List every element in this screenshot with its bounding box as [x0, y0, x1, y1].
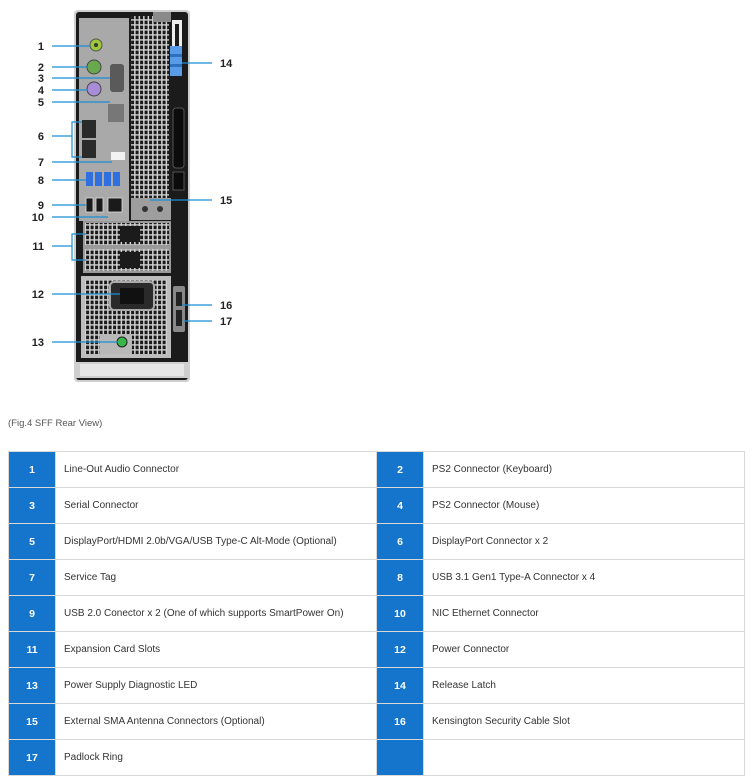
callout-9: 9 — [38, 200, 44, 212]
legend-number: 6 — [376, 523, 424, 560]
callout-17: 17 — [220, 316, 232, 328]
usb3-port-4 — [113, 172, 120, 186]
table-row: 9 USB 2.0 Conector x 2 (One of which sup… — [8, 595, 745, 632]
legend-label: NIC Ethernet Connector — [423, 595, 745, 632]
legend-number: 9 — [8, 595, 56, 632]
callout-2: 2 — [38, 62, 44, 74]
sff-rear-view-diagram: 1 2 3 4 5 6 7 8 9 10 11 12 13 14 15 16 1… — [32, 10, 233, 382]
legend-number: 12 — [376, 631, 424, 668]
legend-label: Expansion Card Slots — [55, 631, 377, 668]
optional-video-port-icon — [108, 104, 124, 122]
table-row: 13 Power Supply Diagnostic LED 14 Releas… — [8, 667, 745, 704]
usb3-port-2 — [95, 172, 102, 186]
legend-label-empty — [423, 739, 745, 776]
legend-label: Service Tag — [55, 559, 377, 596]
callout-11: 11 — [32, 241, 44, 253]
legend-label: Power Connector — [423, 631, 745, 668]
callout-15: 15 — [220, 195, 232, 207]
legend-number: 16 — [376, 703, 424, 740]
usb2-port-1 — [85, 197, 94, 213]
legend-label: PS2 Connector (Keyboard) — [423, 451, 745, 488]
table-row: 5 DisplayPort/HDMI 2.0b/VGA/USB Type-C A… — [8, 523, 745, 560]
legend-label: USB 2.0 Conector x 2 (One of which suppo… — [55, 595, 377, 632]
ps2-mouse-port-icon — [86, 81, 102, 97]
legend-label: Release Latch — [423, 667, 745, 704]
legend-label: Power Supply Diagnostic LED — [55, 667, 377, 704]
figure-caption: (Fig.4 SFF Rear View) — [8, 418, 103, 429]
legend-label: Line-Out Audio Connector — [55, 451, 377, 488]
serial-port-icon — [110, 64, 124, 92]
legend-number: 4 — [376, 487, 424, 524]
legend-label: Serial Connector — [55, 487, 377, 524]
legend-number: 14 — [376, 667, 424, 704]
legend-number: 8 — [376, 559, 424, 596]
legend-label: Padlock Ring — [55, 739, 377, 776]
service-tag-icon — [111, 152, 125, 160]
ethernet-port-icon — [107, 197, 123, 213]
legend-number: 10 — [376, 595, 424, 632]
legend-label: DisplayPort/HDMI 2.0b/VGA/USB Type-C Alt… — [55, 523, 377, 560]
ps2-keyboard-port-icon — [86, 59, 102, 75]
legend-number: 1 — [8, 451, 56, 488]
legend-number: 3 — [8, 487, 56, 524]
displayport-1-icon — [82, 120, 96, 138]
table-row: 17 Padlock Ring — [8, 739, 745, 776]
callout-numbers: 1 2 3 4 5 6 7 8 9 10 11 12 13 14 15 16 1… — [32, 41, 233, 349]
table-row: 3 Serial Connector 4 PS2 Connector (Mous… — [8, 487, 745, 524]
legend-label: External SMA Antenna Connectors (Optiona… — [55, 703, 377, 740]
legend-number: 11 — [8, 631, 56, 668]
callout-10: 10 — [32, 212, 44, 224]
callout-3: 3 — [38, 73, 44, 85]
table-row: 1 Line-Out Audio Connector 2 PS2 Connect… — [8, 451, 745, 488]
usb3-port-3 — [104, 172, 111, 186]
callout-8: 8 — [38, 175, 44, 187]
legend-number: 15 — [8, 703, 56, 740]
callout-5: 5 — [38, 97, 44, 109]
legend-number: 5 — [8, 523, 56, 560]
callout-12: 12 — [32, 289, 44, 301]
legend-label: Kensington Security Cable Slot — [423, 703, 745, 740]
callout-1: 1 — [38, 41, 44, 53]
callout-7: 7 — [38, 157, 44, 169]
legend-label: DisplayPort Connector x 2 — [423, 523, 745, 560]
callout-16: 16 — [220, 300, 232, 312]
callout-6: 6 — [38, 131, 44, 143]
table-row: 15 External SMA Antenna Connectors (Opti… — [8, 703, 745, 740]
legend-number: 2 — [376, 451, 424, 488]
table-row: 11 Expansion Card Slots 12 Power Connect… — [8, 631, 745, 668]
table-row: 7 Service Tag 8 USB 3.1 Gen1 Type-A Conn… — [8, 559, 745, 596]
legend-number-empty — [376, 739, 424, 776]
legend-label: USB 3.1 Gen1 Type-A Connector x 4 — [423, 559, 745, 596]
legend-number: 7 — [8, 559, 56, 596]
callout-lines — [52, 45, 212, 343]
io-connectors — [82, 38, 128, 348]
callout-14: 14 — [220, 58, 233, 70]
usb2-port-2 — [95, 197, 104, 213]
callout-13: 13 — [32, 337, 44, 349]
displayport-2-icon — [82, 140, 96, 158]
usb3-port-1 — [86, 172, 93, 186]
legend-number: 13 — [8, 667, 56, 704]
callout-4: 4 — [38, 85, 45, 97]
legend-number: 17 — [8, 739, 56, 776]
component-legend-table: 1 Line-Out Audio Connector 2 PS2 Connect… — [8, 451, 745, 776]
legend-label: PS2 Connector (Mouse) — [423, 487, 745, 524]
power-led-icon — [116, 336, 128, 348]
